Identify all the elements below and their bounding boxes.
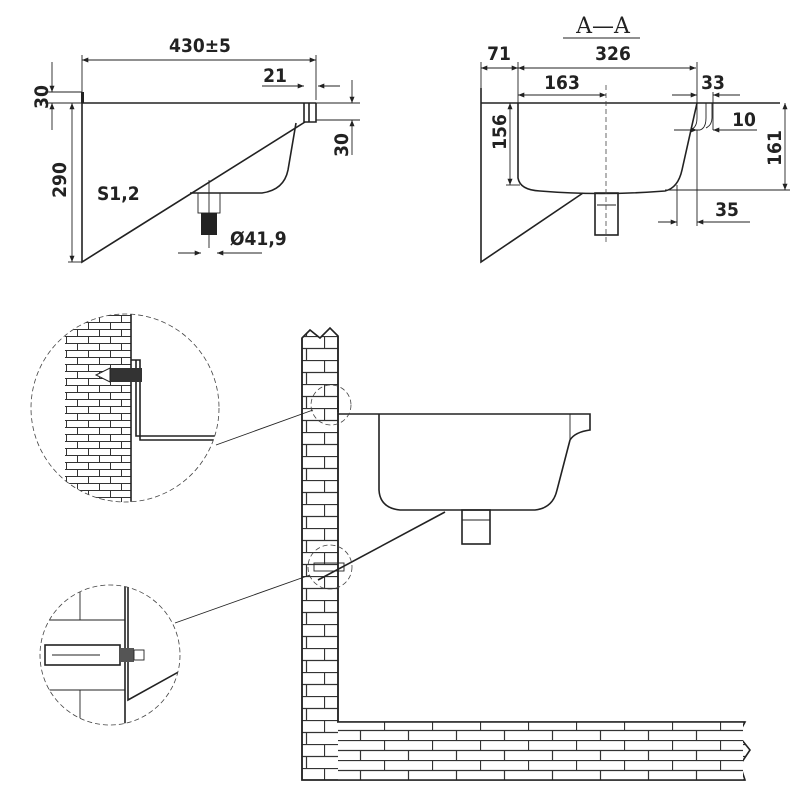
width-label-326: 326: [595, 43, 631, 65]
wall-offset-label: 71: [487, 43, 511, 65]
side-view: 430±5 21 30 290 30 S1,2 Ø41,9: [31, 35, 360, 264]
half-width-label: 163: [544, 72, 580, 94]
width-label: 430±5: [169, 35, 231, 57]
height-label: 290: [49, 162, 71, 198]
detail-circle-bracket: [30, 313, 220, 503]
thickness-label: S1,2: [97, 183, 140, 205]
total-depth-label: 161: [764, 130, 786, 166]
depth-label: 156: [489, 114, 511, 150]
rim-height-label: 30: [331, 133, 353, 157]
installation-view: [30, 313, 751, 781]
top-offset-label: 30: [31, 85, 53, 109]
rim-label-33: 33: [701, 72, 725, 94]
rim-label: 21: [263, 65, 287, 87]
section-view: A—A 71 326 163 33 10 156 161 35: [480, 14, 790, 264]
bottom-offset-label: 35: [715, 199, 739, 221]
detail-circle-anchor: [39, 584, 181, 726]
section-title: A—A: [575, 14, 631, 39]
lip-label: 10: [732, 109, 756, 131]
drain-label: Ø41,9: [230, 228, 287, 250]
